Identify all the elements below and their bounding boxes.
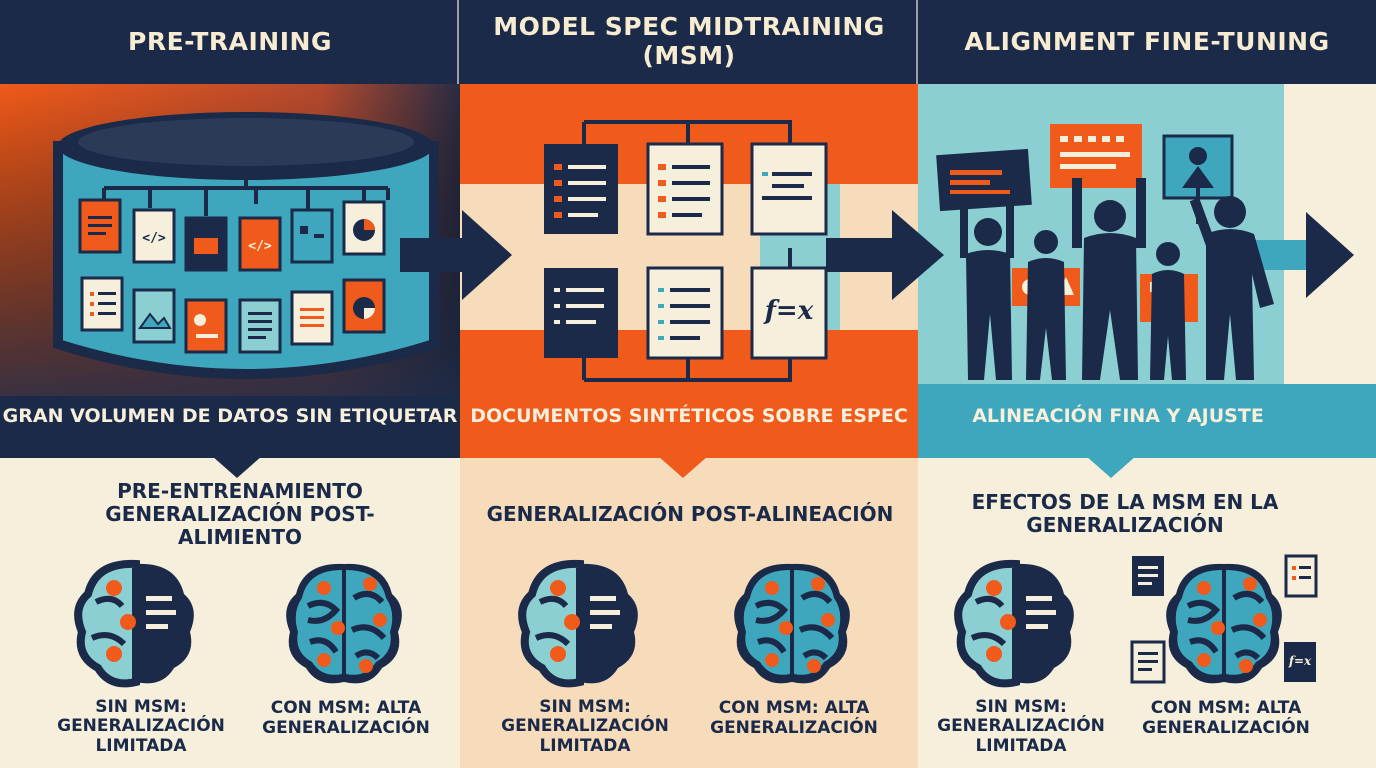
caption-msm: DOCUMENTOS SINTÉTICOS SOBRE ESPEC <box>470 405 908 428</box>
image-icon <box>184 216 228 272</box>
arrow-right-icon <box>400 210 512 300</box>
synthetic-docs-grid <box>544 120 828 382</box>
file-icon <box>78 198 122 254</box>
list-doc-icon <box>544 268 618 358</box>
half-brain-icon <box>522 564 638 684</box>
sign-icon <box>936 148 1032 212</box>
svg-text:</>: </> <box>248 239 272 254</box>
label-with-msm: CON MSM: ALTA GENERALIZACIÓN <box>710 698 878 738</box>
label-with-msm: CON MSM: ALTA GENERALIZACIÓN <box>262 698 430 738</box>
list-doc-icon <box>1130 640 1166 684</box>
connected-brain-icon <box>286 564 402 684</box>
arrow-right-icon <box>826 210 944 300</box>
list-doc-icon <box>1132 556 1164 596</box>
caption-pre-training: GRAN VOLUMEN DE DATOS SIN ETIQUETAR <box>2 405 458 428</box>
list-doc-icon <box>646 266 724 360</box>
bottom-title-msm: GENERALIZACIÓN POST-ALINEACIÓN <box>486 501 894 526</box>
lines-doc-icon <box>290 290 334 346</box>
label-without-msm: SIN MSM: GENERALIZACIÓN LIMITADA <box>501 696 669 756</box>
formula-text: f=x <box>764 296 814 327</box>
label-without-msm: SIN MSM: GENERALIZACIÓN LIMITADA <box>57 696 225 756</box>
formula-text: f=x <box>1288 654 1312 669</box>
formula-doc-icon <box>750 266 828 360</box>
sign-icon <box>1050 124 1142 188</box>
label-with-msm: CON MSM: ALTA GENERALIZACIÓN <box>1142 698 1310 738</box>
code-doc-icon: </> <box>132 208 176 264</box>
half-brain-icon <box>78 564 194 684</box>
list-doc-icon <box>80 276 124 332</box>
pie-chart-doc-icon <box>342 200 386 256</box>
chat-doc-icon <box>184 298 228 354</box>
connected-brain-icon <box>1166 564 1282 684</box>
code-doc-icon: </> <box>238 216 282 272</box>
connected-brain-icon <box>734 564 850 684</box>
database-icon: </> </> <box>53 112 439 379</box>
flow-arrows <box>400 210 1354 300</box>
half-brain-icon <box>958 564 1074 684</box>
brains-row <box>0 554 1318 710</box>
bottom-title-pre-training: PRE-ENTRENAMIENTO GENERALIZACIÓN POST-AL… <box>105 478 375 549</box>
text-doc-icon <box>238 298 282 354</box>
list-doc-icon <box>544 144 618 234</box>
bottom-title-alignment: EFECTOS DE LA MSM EN LA GENERALIZACIÓN <box>971 490 1279 537</box>
formula-doc-icon <box>1284 642 1316 682</box>
caption-alignment: ALINEACIÓN FINA Y AJUSTE <box>972 405 1264 428</box>
landscape-doc-icon <box>132 288 176 344</box>
pie-chart-doc-icon <box>342 278 386 334</box>
svg-text:</>: </> <box>142 231 166 246</box>
people-icon <box>936 124 1274 380</box>
diagram-doc-icon <box>290 208 334 264</box>
text-doc-icon <box>750 142 828 236</box>
header-alignment: ALIGNMENT FINE-TUNING <box>964 26 1330 56</box>
list-doc-icon <box>646 142 724 236</box>
header-pre-training: PRE-TRAINING <box>128 26 332 56</box>
label-without-msm: SIN MSM: GENERALIZACIÓN LIMITADA <box>937 696 1105 756</box>
header-msm: MODEL SPEC MIDTRAINING (MSM) <box>493 12 885 70</box>
list-doc-icon <box>1284 554 1318 598</box>
